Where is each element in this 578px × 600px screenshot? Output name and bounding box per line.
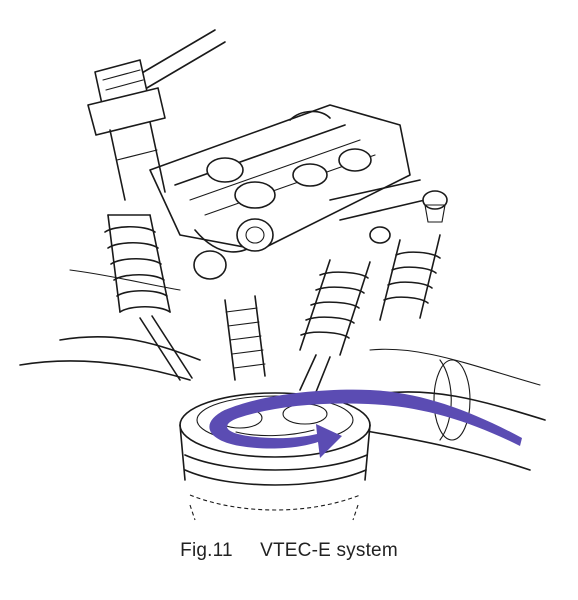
left-valve-spring xyxy=(104,214,193,381)
ignition-coil xyxy=(87,29,226,201)
piston-chamber xyxy=(179,392,371,521)
intake-swirl-band xyxy=(209,389,522,458)
figure-caption: Fig.11 VTEC-E system xyxy=(180,540,398,561)
swirl-flow-arrow xyxy=(209,389,522,458)
camshaft-rocker-assembly xyxy=(149,104,448,280)
spark-plug xyxy=(224,295,266,381)
right-valve-springs xyxy=(299,204,446,393)
